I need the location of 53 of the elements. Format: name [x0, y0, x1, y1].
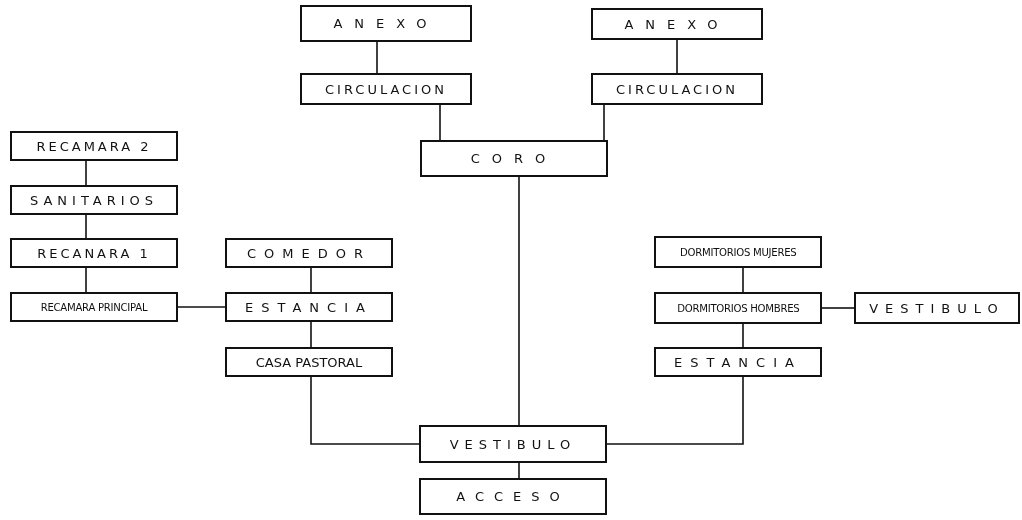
- room-label: RECANARA 1: [37, 245, 151, 261]
- connector-line: [742, 323, 744, 348]
- room-label: CASA PASTORAL: [255, 354, 363, 370]
- room-box: [654, 236, 822, 268]
- room-label: COMEDOR: [247, 245, 371, 261]
- room-label: DORMITORIOS MUJERES: [679, 245, 797, 259]
- room-label: ESTANCIA: [674, 354, 802, 370]
- connector-line: [606, 376, 744, 445]
- connector-line: [310, 376, 420, 445]
- connector-line: [439, 104, 441, 141]
- room-box: [300, 73, 472, 105]
- room-box: [300, 5, 472, 42]
- room-box: [10, 185, 178, 215]
- room-label: CIRCULACION: [616, 81, 738, 97]
- connector-line: [821, 307, 855, 309]
- room-label: VESTIBULO: [449, 436, 577, 452]
- room-box: [419, 478, 607, 515]
- connector-line: [310, 267, 312, 293]
- room-box: [225, 292, 393, 322]
- room-box: [419, 425, 607, 463]
- room-box: [10, 238, 178, 268]
- connector-line: [85, 160, 87, 186]
- room-label: VESTIBULO: [869, 300, 1005, 316]
- room-label: ESTANCIA: [245, 299, 373, 315]
- connector-line: [603, 104, 605, 141]
- room-box: [591, 73, 763, 105]
- connector-line: [376, 41, 378, 74]
- room-box: [591, 8, 763, 40]
- connector-line: [310, 321, 312, 348]
- connector-line: [742, 267, 744, 293]
- room-label: RECAMARA 2: [36, 138, 152, 154]
- connector-line: [85, 214, 87, 239]
- room-box: [225, 238, 393, 268]
- connector-line: [85, 267, 87, 293]
- room-label: ACCESO: [456, 489, 570, 504]
- room-label: ANEXO: [333, 16, 439, 31]
- connector-line: [518, 462, 520, 479]
- room-box: [654, 292, 822, 324]
- room-label: RECAMARA PRINCIPAL: [40, 300, 148, 314]
- connector-line: [177, 306, 226, 308]
- room-label: SANITARIOS: [29, 192, 159, 208]
- room-box: [225, 347, 393, 377]
- connector-line: [518, 176, 520, 426]
- room-box: [854, 292, 1020, 324]
- room-label: CORO: [470, 151, 558, 166]
- room-box: [654, 347, 822, 377]
- connector-line: [676, 39, 678, 74]
- room-box: [10, 292, 178, 322]
- room-label: DORMITORIOS HOMBRES: [676, 301, 800, 315]
- room-box: [420, 140, 608, 177]
- room-label: ANEXO: [624, 16, 730, 32]
- room-box: [10, 131, 178, 161]
- room-label: CIRCULACION: [325, 81, 447, 97]
